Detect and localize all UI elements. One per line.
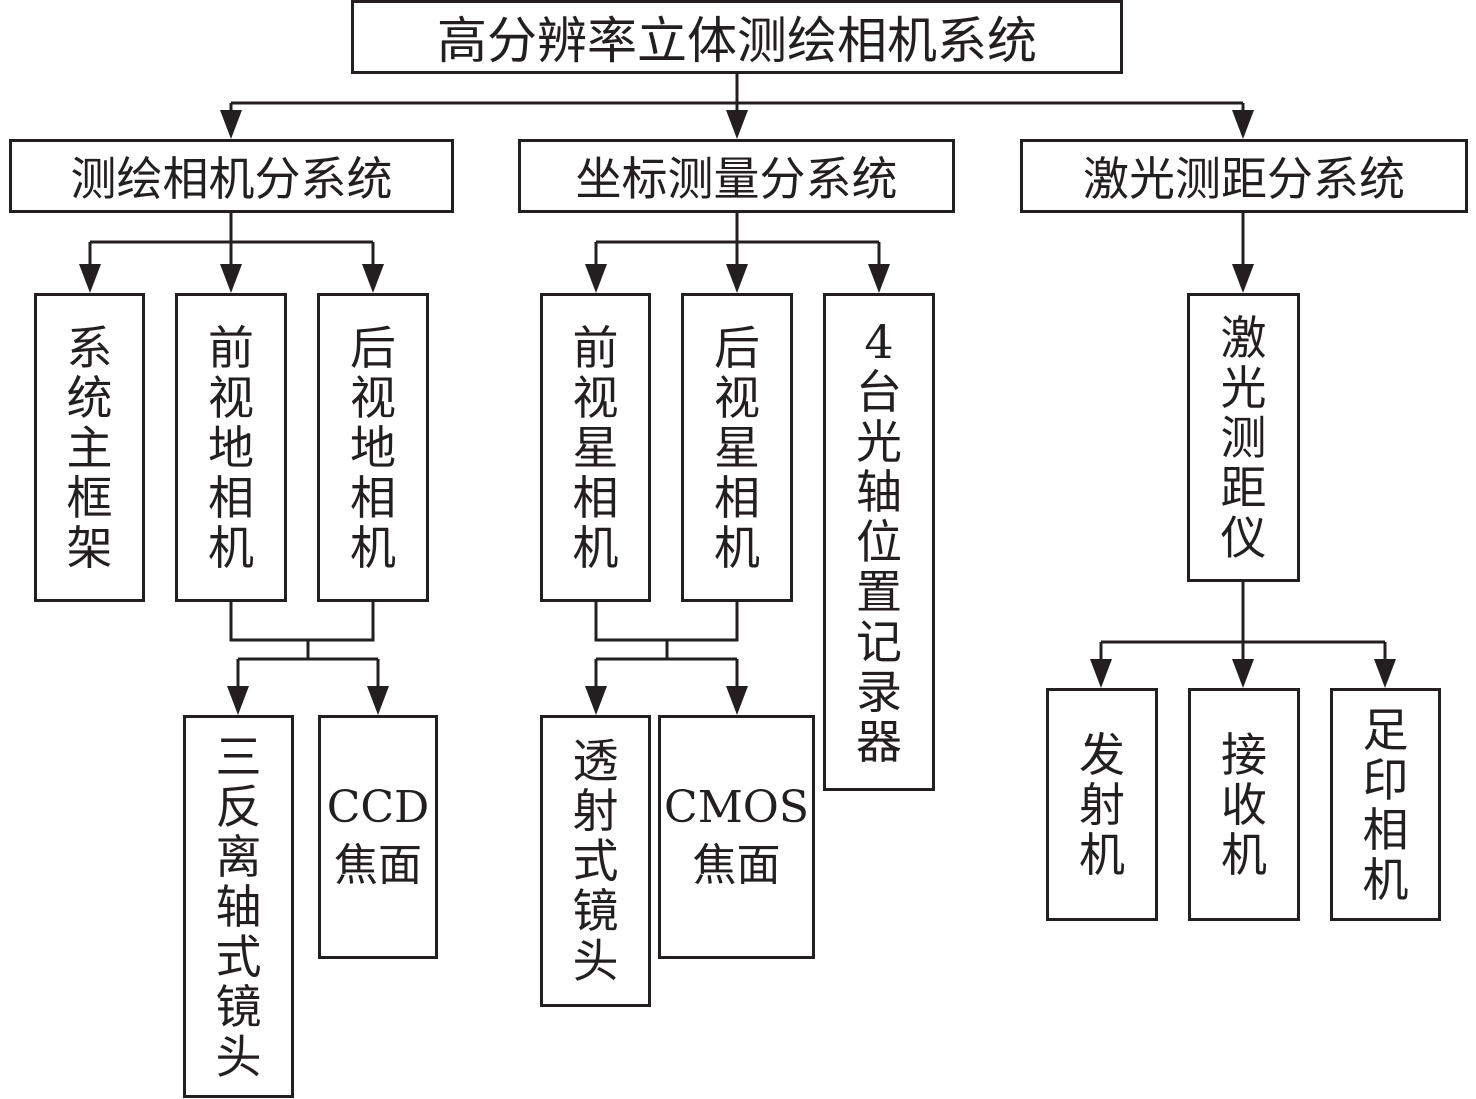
arrowhead [227, 686, 249, 715]
node-label: 4台光轴位置记录器 [856, 315, 902, 769]
node-transmissive-lens: 透射式镜头 [540, 715, 651, 1007]
node-label: CMOS 焦面 [664, 782, 809, 891]
arrowhead [220, 264, 242, 293]
arrowhead [1374, 659, 1396, 688]
node-label: 透射式镜头 [572, 734, 619, 988]
node-optical-axis-recorder: 4台光轴位置记录器 [823, 293, 935, 791]
subsystem-coordinate-measure: 坐标测量分系统 [518, 139, 955, 213]
arrowhead [726, 686, 748, 715]
node-label: 激光测距仪 [1220, 310, 1267, 565]
root-node: 高分辨率立体测绘相机系统 [351, 0, 1123, 74]
arrowhead [79, 264, 101, 293]
node-three-mirror-off-axis-lens: 三反离轴式镜头 [183, 715, 294, 1098]
node-front-star-camera: 前视星相机 [540, 293, 651, 602]
subsystem-label: 测绘相机分系统 [70, 152, 393, 206]
node-label: 系统主框架 [66, 320, 113, 575]
node-label: 前视地相机 [208, 320, 254, 575]
arrowheads [79, 110, 1396, 715]
arrowhead [1232, 110, 1254, 139]
node-label: 后视地相机 [350, 320, 396, 575]
root-label: 高分辨率立体测绘相机系统 [437, 12, 1037, 70]
arrowhead [362, 264, 384, 293]
node-label: 足印相机 [1362, 702, 1409, 907]
arrowhead [585, 264, 607, 293]
arrowhead [585, 686, 607, 715]
arrowhead [367, 686, 389, 715]
node-front-ground-camera: 前视地相机 [175, 293, 287, 602]
node-label: 前视星相机 [572, 320, 619, 575]
node-rear-ground-camera: 后视地相机 [317, 293, 429, 602]
subsystem-mapping-camera: 测绘相机分系统 [9, 139, 454, 213]
node-label: 三反离轴式镜头 [215, 729, 262, 1084]
arrowhead [726, 110, 748, 139]
subsystem-label: 激光测距分系统 [1083, 152, 1405, 206]
arrowhead [1090, 659, 1112, 688]
node-cmos-focal-plane: CMOS 焦面 [658, 715, 815, 959]
node-label: CCD 焦面 [326, 782, 430, 891]
node-label: 接收机 [1221, 727, 1267, 882]
node-footprint-camera: 足印相机 [1330, 688, 1441, 921]
arrowhead [220, 110, 242, 139]
node-transmitter: 发射机 [1046, 688, 1158, 921]
arrowhead [1232, 264, 1254, 293]
subsystem-label: 坐标测量分系统 [575, 152, 898, 206]
node-receiver: 接收机 [1188, 688, 1300, 921]
node-laser-rangefinder: 激光测距仪 [1187, 293, 1300, 582]
node-rear-star-camera: 后视星相机 [681, 293, 793, 602]
arrowhead [1232, 659, 1254, 688]
node-ccd-focal-plane: CCD 焦面 [318, 715, 438, 959]
arrowhead [868, 264, 890, 293]
node-label: 后视星相机 [714, 320, 760, 575]
arrowhead [726, 264, 748, 293]
subsystem-laser-ranging: 激光测距分系统 [1020, 139, 1468, 213]
node-label: 发射机 [1079, 727, 1125, 882]
node-system-main-frame: 系统主框架 [34, 293, 145, 602]
